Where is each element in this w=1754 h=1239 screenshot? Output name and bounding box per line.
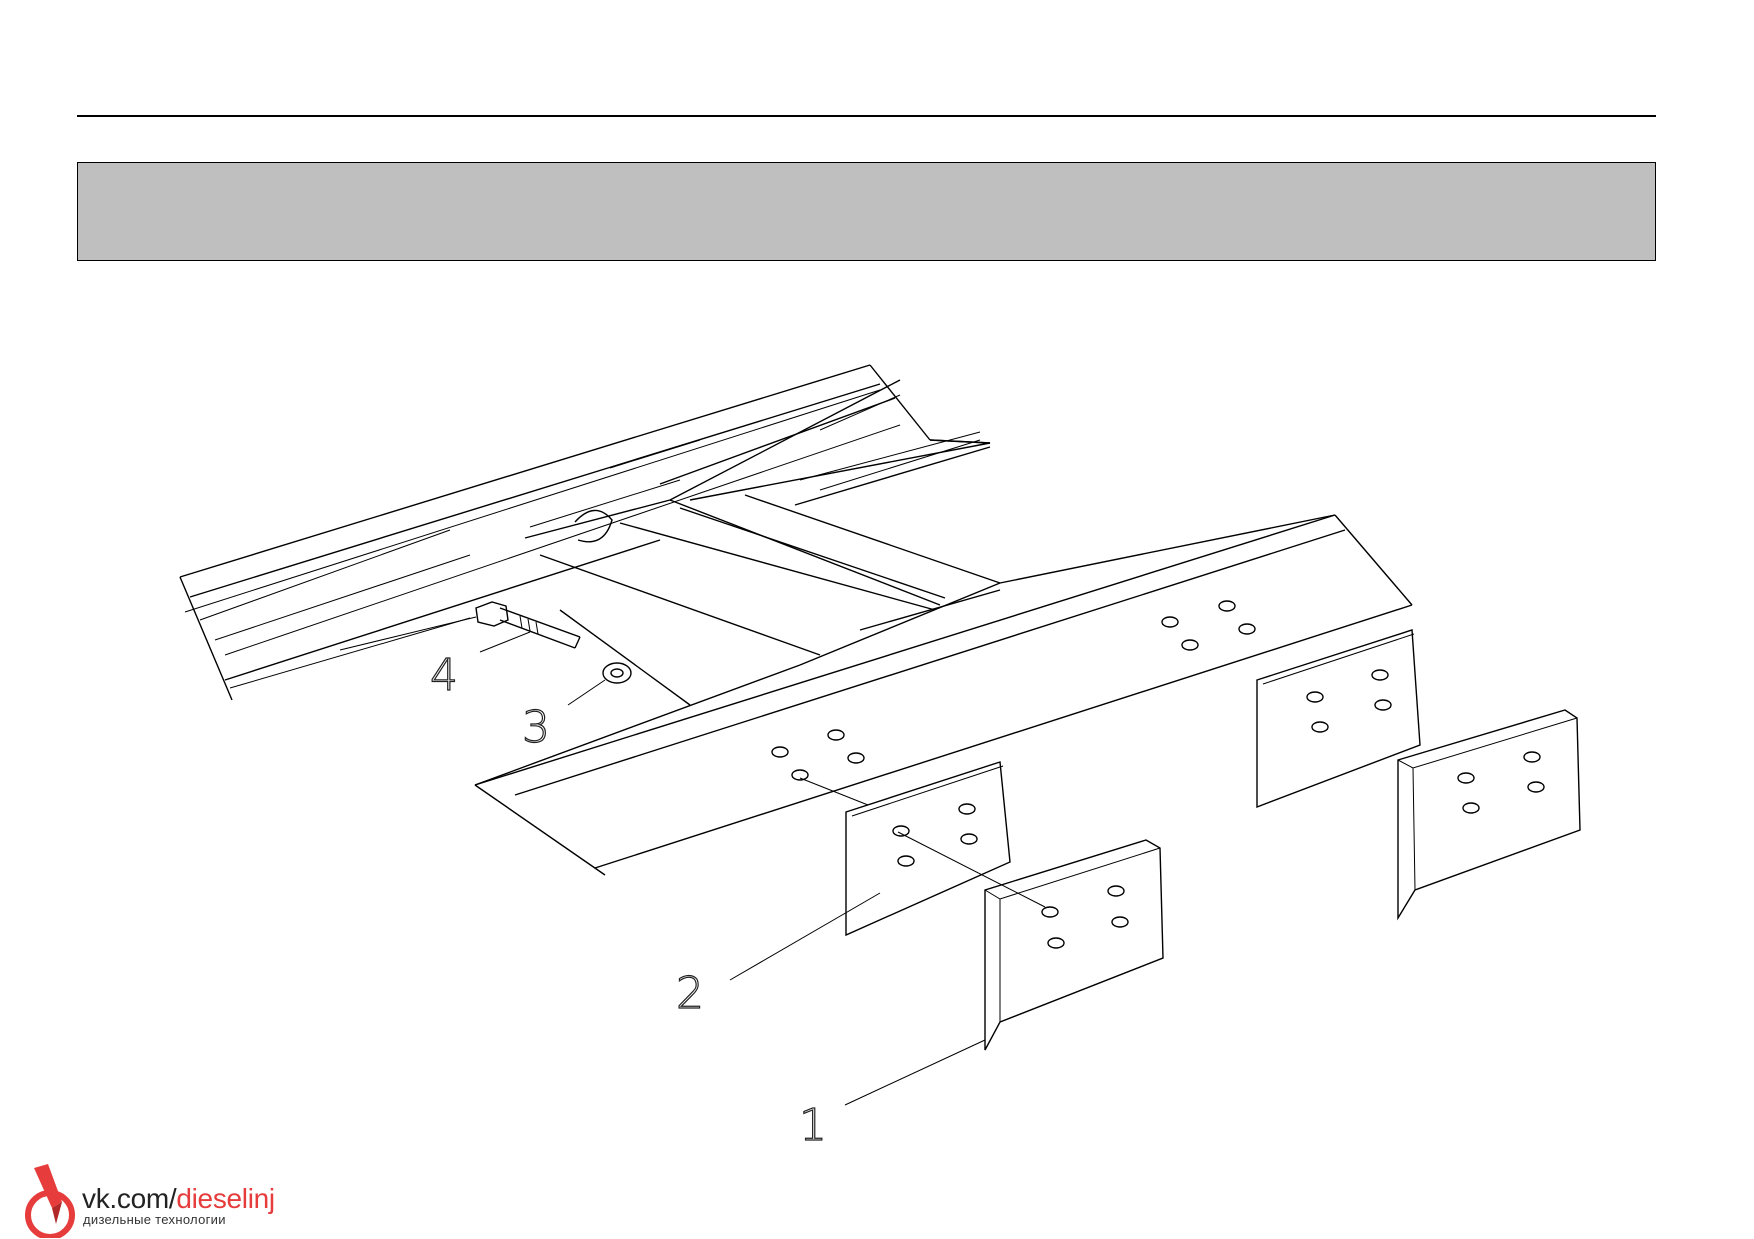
watermark-prefix: vk.com/ <box>82 1183 177 1214</box>
dieselinj-logo-icon <box>25 1164 75 1238</box>
leader-2 <box>729 892 881 981</box>
callout-2: 2 <box>676 968 704 1019</box>
cross-members <box>539 494 1001 706</box>
far-side-rail <box>179 364 991 701</box>
washer-part-3 <box>567 662 632 706</box>
callout-1: 1 <box>799 1100 827 1151</box>
bolt-part-4 <box>339 601 581 653</box>
near-side-rail <box>474 514 1413 876</box>
top-rule <box>77 115 1656 117</box>
plate-part-2-right <box>1256 629 1421 809</box>
watermark-accent: dieselinj <box>176 1183 275 1214</box>
watermark-subtitle: дизельные технологии <box>83 1212 226 1227</box>
plate-part-1-left <box>984 839 1164 1051</box>
plate-part-1-right <box>1397 709 1581 921</box>
plate-part-2-left <box>799 761 1046 937</box>
leader-1 <box>844 1039 986 1106</box>
watermark-url: vk.com/dieselinj <box>82 1183 275 1215</box>
callout-3: 3 <box>522 702 550 753</box>
header-band <box>77 162 1656 261</box>
callout-4: 4 <box>430 650 458 701</box>
